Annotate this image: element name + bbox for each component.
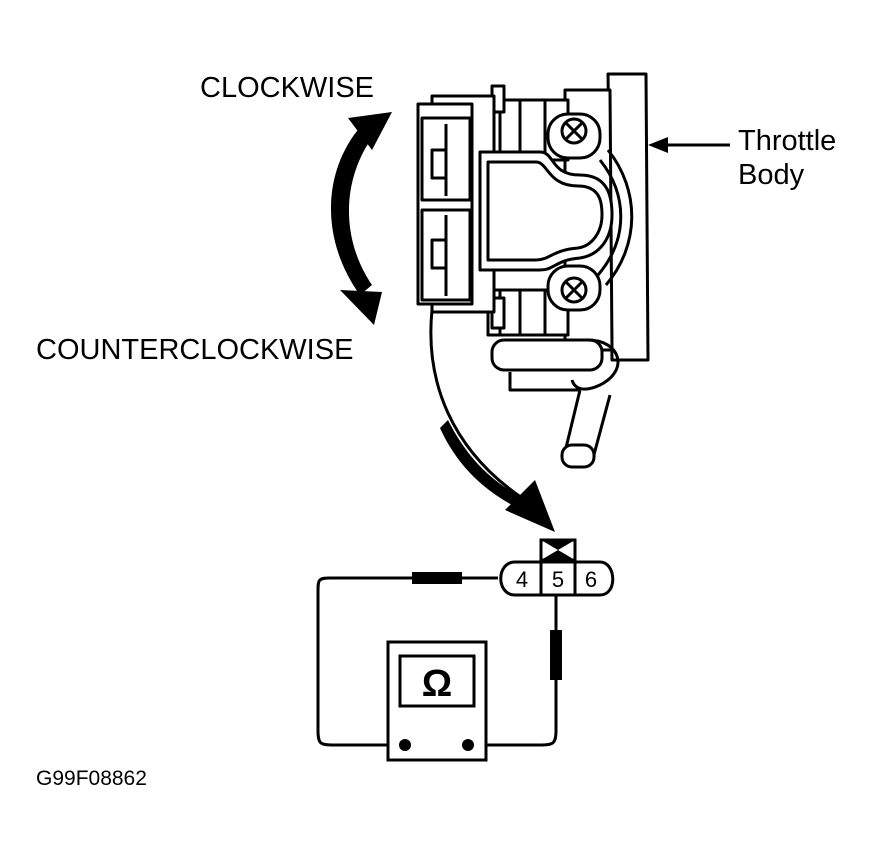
counterclockwise-label: COUNTERCLOCKWISE: [36, 334, 354, 366]
probe-left: [412, 572, 462, 584]
throttle-body-pointer: [648, 137, 730, 153]
connector-lock-top: [541, 540, 575, 550]
throttle-body: [416, 72, 650, 469]
pin-6-label: 6: [585, 567, 597, 592]
connector-housing: [499, 560, 615, 597]
ohm-symbol: Ω: [422, 663, 452, 705]
harness-arrow: [429, 309, 555, 532]
throttle-body-label-line1: Throttle: [738, 125, 837, 157]
clockwise-arrowhead: [348, 112, 392, 150]
terminal-left: [399, 739, 411, 751]
pin-5-label: 5: [552, 567, 564, 592]
ohmmeter-display: [398, 654, 476, 708]
connector: 4 5 6: [499, 538, 615, 597]
probe-right: [550, 630, 562, 680]
rotation-arrow: [330, 112, 392, 325]
counterclockwise-arrowhead: [340, 290, 382, 325]
lead-pin-4: [316, 576, 498, 747]
terminal-right: [462, 739, 474, 751]
meter-leads: [316, 576, 558, 747]
figure-code: G99F08862: [36, 767, 147, 790]
throttle-body-label-line2: Body: [738, 159, 805, 191]
ohmmeter: Ω: [386, 640, 488, 762]
clockwise-label: CLOCKWISE: [200, 72, 375, 104]
lead-pin-5: [468, 595, 558, 747]
pin-4-label: 4: [516, 567, 528, 592]
connector-lock-bottom: [541, 550, 575, 560]
